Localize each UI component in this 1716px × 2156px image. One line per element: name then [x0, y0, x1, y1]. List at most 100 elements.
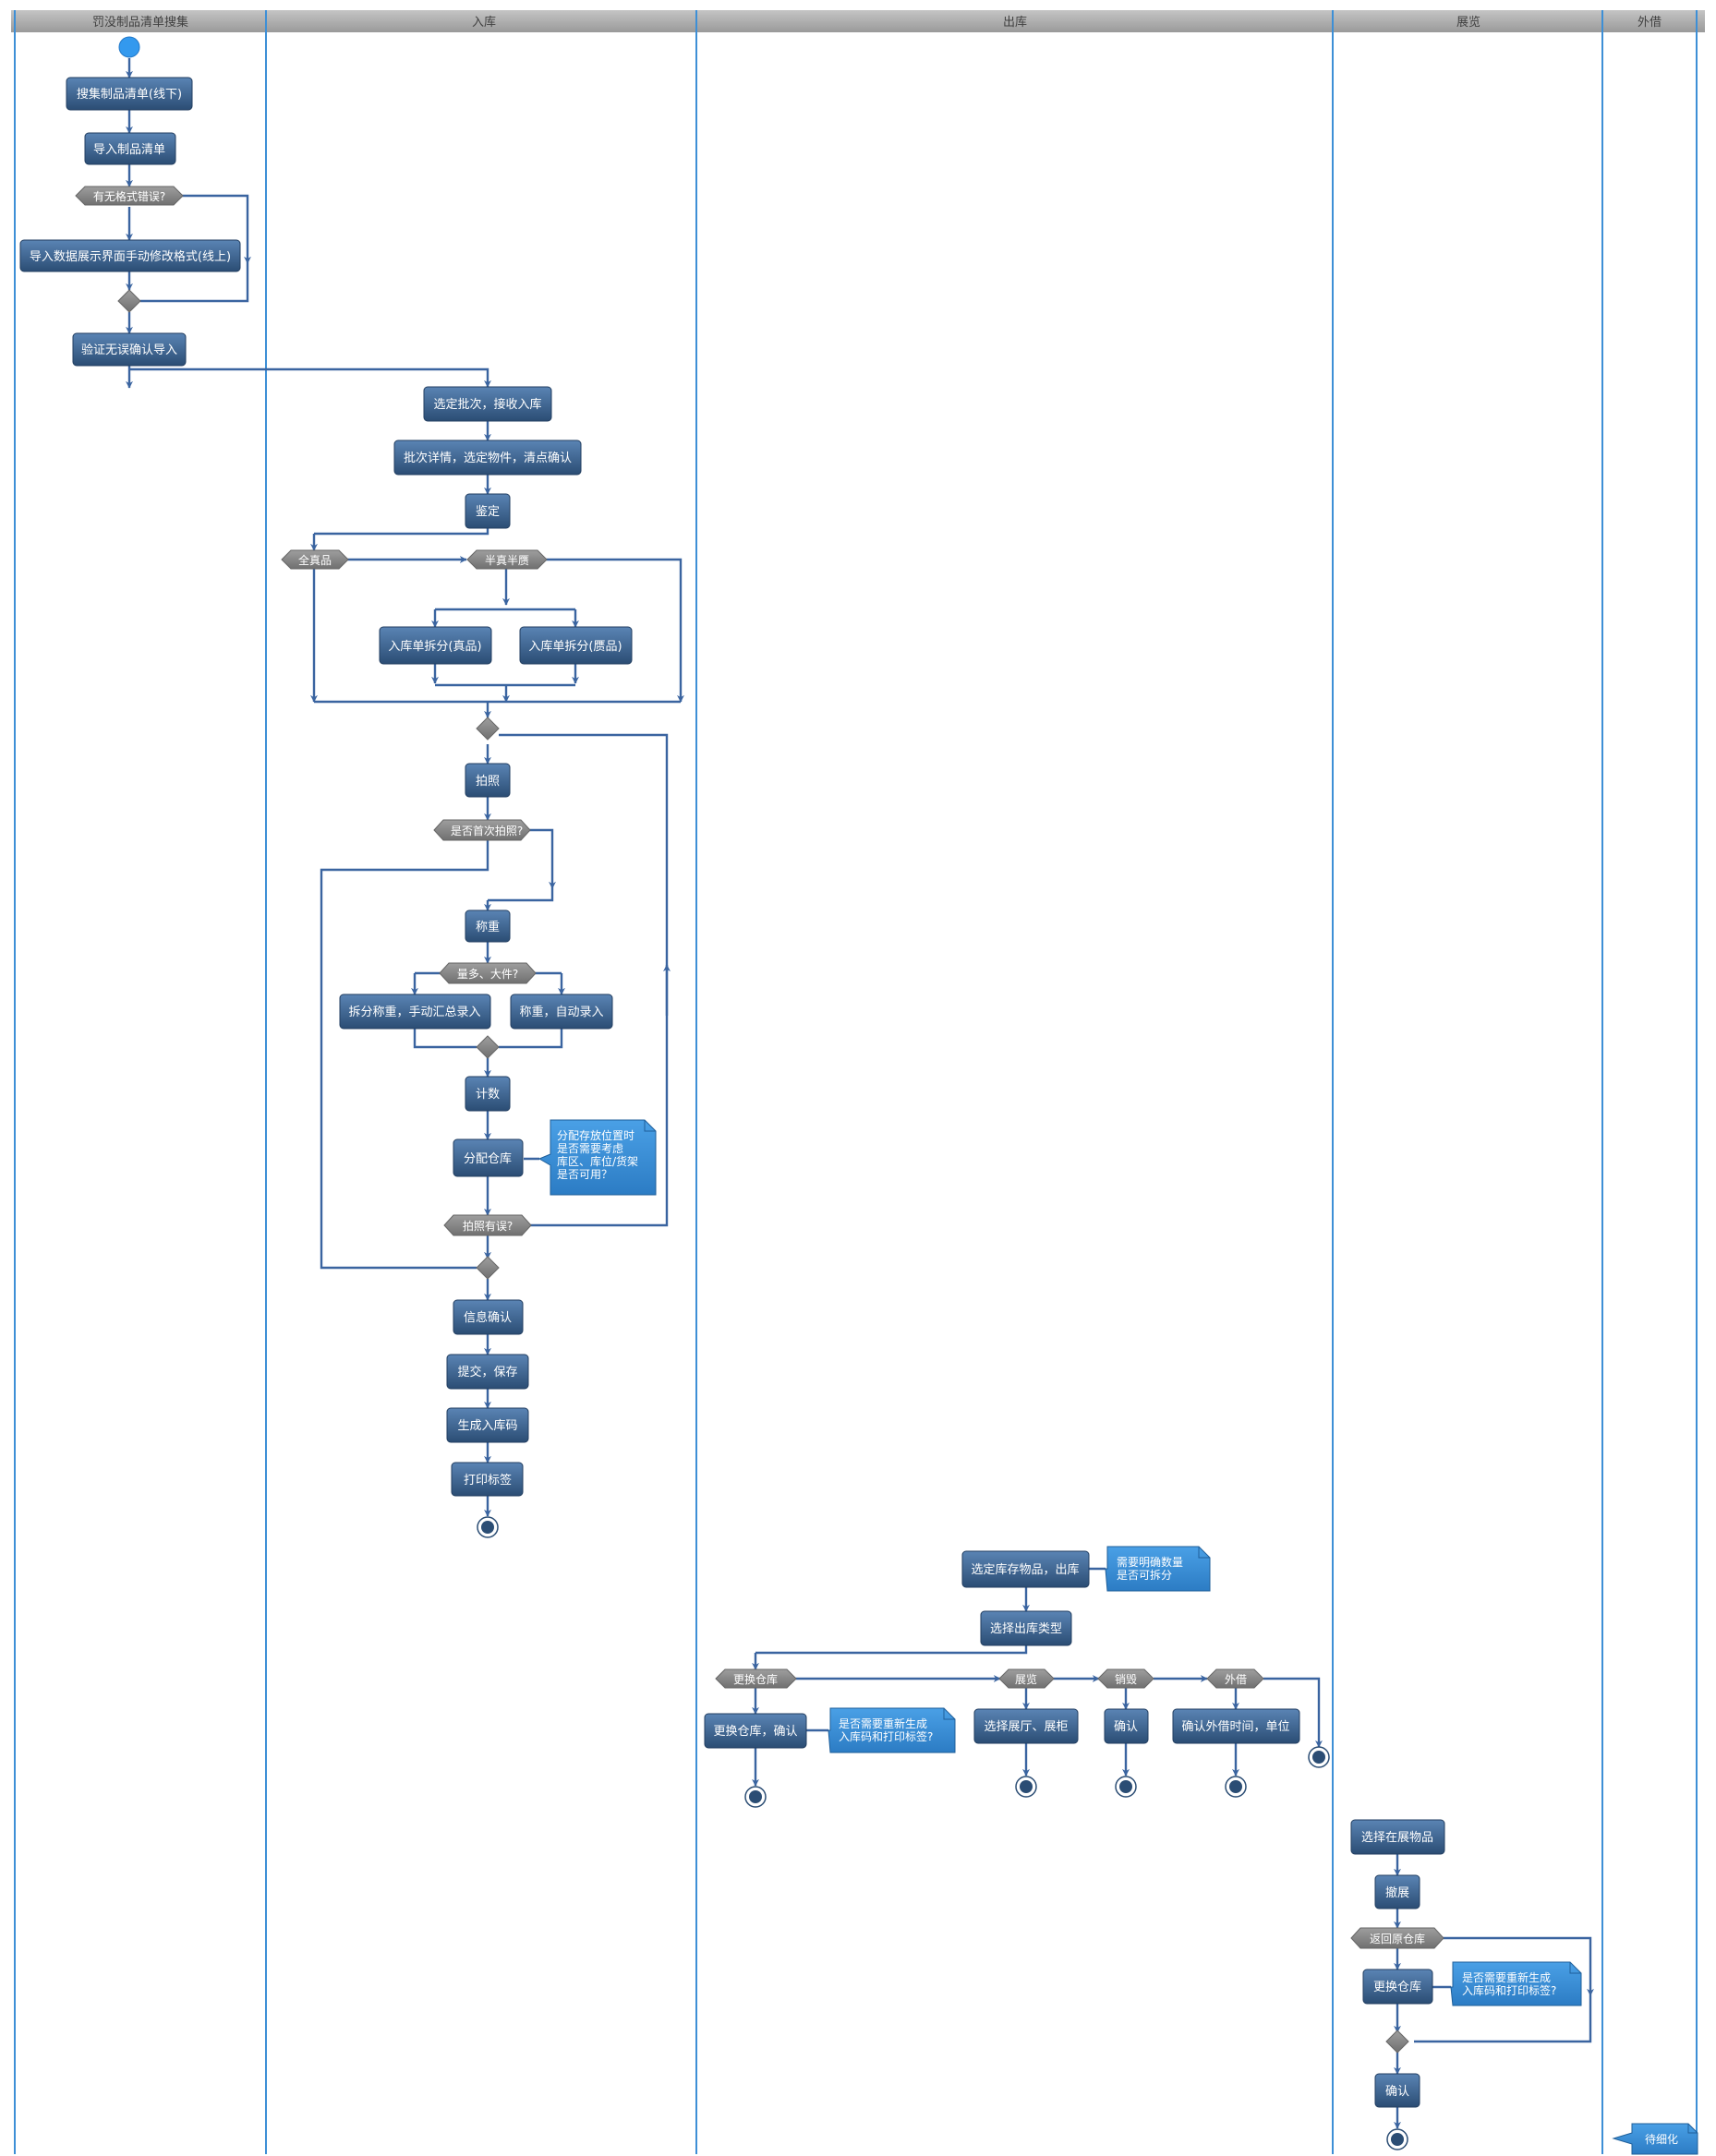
activity: 选择出库类型: [980, 1610, 1072, 1646]
activity: 确认: [1374, 2073, 1420, 2108]
svg-text:入库单拆分(赝品): 入库单拆分(赝品): [528, 639, 622, 654]
svg-text:撤展: 撤展: [1385, 1885, 1409, 1900]
svg-text:是否需要考虑: 是否需要考虑: [557, 1142, 623, 1155]
note: 分配存放位置时 是否需要考虑 库区、库位/货架 是否可用？: [538, 1119, 657, 1196]
svg-text:销毁: 销毁: [1115, 1672, 1137, 1686]
decision: 半真半赝: [466, 549, 548, 570]
activity: 拍照: [465, 763, 511, 798]
svg-text:需要明确数量: 需要明确数量: [1117, 1555, 1183, 1569]
activity: 提交，保存: [446, 1354, 529, 1390]
activity: 打印标签: [451, 1462, 524, 1497]
end-node: [1225, 1776, 1247, 1798]
svg-text:入库单拆分(真品): 入库单拆分(真品): [388, 639, 481, 654]
note: 需要明确数量 是否可拆分: [1105, 1546, 1211, 1592]
start-node: [118, 36, 140, 58]
merge-nodes: [117, 289, 1409, 2054]
svg-text:更换仓库: 更换仓库: [733, 1672, 778, 1686]
svg-text:确认: 确认: [1114, 1720, 1138, 1734]
svg-text:验证无误确认导入: 验证无误确认导入: [81, 343, 177, 357]
activity: 导入制品清单: [84, 132, 176, 165]
svg-text:有无格式错误?: 有无格式错误?: [93, 189, 165, 203]
svg-text:拍照: 拍照: [476, 775, 500, 789]
activity: 称重: [465, 909, 511, 943]
activity: 验证无误确认导入: [72, 332, 187, 367]
svg-text:选定批次，接收入库: 选定批次，接收入库: [433, 397, 541, 412]
svg-text:分配存放位置时: 分配存放位置时: [557, 1128, 634, 1142]
lane-title-in: 入库: [472, 15, 496, 30]
svg-text:返回原仓库: 返回原仓库: [1370, 1932, 1425, 1945]
svg-text:打印标签: 打印标签: [464, 1473, 512, 1488]
activity: 入库单拆分(真品): [379, 626, 492, 665]
svg-text:提交，保存: 提交，保存: [457, 1365, 517, 1379]
svg-text:全真品: 全真品: [298, 553, 332, 567]
note: 是否需要重新生成 入库码和打印标签?: [828, 1707, 956, 1753]
svg-text:鉴定: 鉴定: [476, 505, 500, 519]
decision: 返回原仓库: [1350, 1927, 1444, 1949]
svg-text:信息确认: 信息确认: [464, 1310, 512, 1325]
activity: 选定批次，接收入库: [423, 386, 552, 422]
activity: 导入数据展示界面手动修改格式(线上): [19, 239, 241, 272]
end-node: [1308, 1746, 1330, 1768]
end-node: [477, 1516, 499, 1538]
activity: 拆分称重，手动汇总录入: [339, 994, 491, 1030]
svg-text:入库码和打印标签?: 入库码和打印标签?: [1462, 1983, 1556, 1997]
svg-text:选定库存物品，出库: 选定库存物品，出库: [971, 1562, 1079, 1577]
flow-lines: [126, 58, 1594, 2129]
end-node: [1015, 1776, 1037, 1798]
svg-text:选择出库类型: 选择出库类型: [990, 1621, 1062, 1636]
svg-text:拆分称重，手动汇总录入: 拆分称重，手动汇总录入: [348, 1005, 480, 1019]
svg-text:导入制品清单: 导入制品清单: [93, 143, 165, 157]
decision: 是否首次拍照?: [433, 819, 531, 841]
svg-text:是否需要重新生成: 是否需要重新生成: [839, 1716, 927, 1730]
activity: 分配仓库: [453, 1138, 524, 1177]
activity: 选定库存物品，出库: [961, 1550, 1090, 1588]
svg-text:生成入库码: 生成入库码: [457, 1418, 517, 1433]
activity: 计数: [465, 1076, 511, 1112]
decision: 全真品: [281, 549, 349, 570]
lane-title-out: 出库: [1003, 15, 1027, 30]
activity: 称重，自动录入: [510, 994, 613, 1030]
lane-title-collect: 罚没制品清单搜集: [92, 15, 188, 30]
end-node: [1386, 2128, 1408, 2150]
decision: 有无格式错误?: [75, 186, 184, 206]
activity: 信息确认: [453, 1299, 524, 1335]
activity: 选择展厅、展柜: [973, 1708, 1079, 1744]
decision: 更换仓库: [715, 1668, 797, 1689]
svg-text:库区、库位/货架: 库区、库位/货架: [557, 1154, 638, 1168]
decision: 展览: [998, 1668, 1055, 1689]
activity: 批次详情，选定物件，清点确认: [393, 440, 582, 476]
activity: 入库单拆分(赝品): [519, 626, 633, 665]
activity: 生成入库码: [446, 1407, 529, 1443]
svg-text:更换仓库: 更换仓库: [1373, 1980, 1421, 1994]
svg-text:是否可拆分: 是否可拆分: [1117, 1568, 1172, 1582]
svg-text:更换仓库，确认: 更换仓库，确认: [713, 1724, 797, 1739]
svg-text:计数: 计数: [476, 1088, 500, 1102]
activity: 更换仓库，确认: [704, 1713, 807, 1749]
svg-text:搜集制品清单(线下): 搜集制品清单(线下): [77, 87, 182, 102]
svg-text:称重，自动录入: 称重，自动录入: [519, 1005, 603, 1019]
decision: 销毁: [1097, 1668, 1154, 1689]
activity: 确认外借时间，单位: [1172, 1708, 1300, 1744]
decision: 外借: [1206, 1668, 1264, 1689]
activity: 搜集制品清单(线下): [66, 77, 193, 111]
lane-separators: [14, 10, 1698, 2154]
svg-text:确认外借时间，单位: 确认外借时间，单位: [1181, 1720, 1289, 1734]
svg-text:称重: 称重: [476, 920, 500, 934]
svg-text:量多、大件?: 量多、大件?: [457, 968, 518, 981]
svg-text:待细化: 待细化: [1645, 2133, 1678, 2146]
svg-text:选择在展物品: 选择在展物品: [1361, 1831, 1433, 1845]
svg-text:确认: 确认: [1385, 2085, 1409, 2099]
decision: 量多、大件?: [439, 962, 537, 984]
svg-text:是否可用？: 是否可用？: [557, 1168, 612, 1181]
svg-text:入库码和打印标签?: 入库码和打印标签?: [839, 1729, 933, 1743]
svg-text:拍照有误?: 拍照有误?: [463, 1219, 513, 1233]
svg-text:是否需要重新生成: 是否需要重新生成: [1462, 1970, 1551, 1984]
svg-text:半真半赝: 半真半赝: [485, 554, 529, 567]
end-node: [1115, 1776, 1137, 1798]
svg-text:外借: 外借: [1225, 1673, 1247, 1686]
svg-text:导入数据展示界面手动修改格式(线上): 导入数据展示界面手动修改格式(线上): [30, 249, 231, 264]
svg-text:批次详情，选定物件，清点确认: 批次详情，选定物件，清点确认: [404, 451, 572, 465]
decision: 拍照有误?: [443, 1214, 532, 1236]
lane-header-bar: [11, 10, 1705, 32]
svg-text:选择展厅、展柜: 选择展厅、展柜: [984, 1720, 1068, 1734]
